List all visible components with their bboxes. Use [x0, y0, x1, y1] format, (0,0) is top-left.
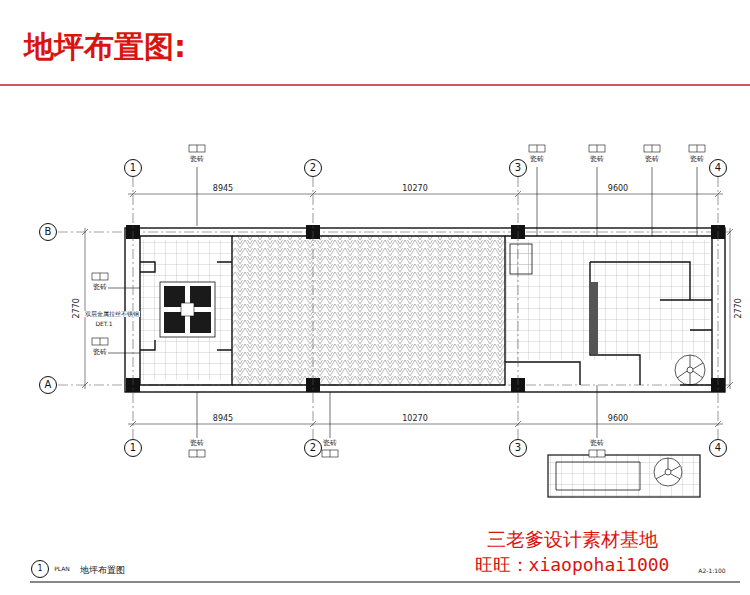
finish-tag: 瓷砖	[644, 156, 660, 164]
bubble-text: 4	[715, 163, 721, 173]
grid-bubble: 3	[509, 159, 527, 177]
watermark: 三老爹设计素材基地	[486, 529, 659, 550]
finish-tag: 瓷砖	[589, 156, 605, 164]
dimension: 9600	[607, 185, 629, 194]
grid-label: 4	[715, 163, 721, 173]
detail-ref: DET.1	[94, 321, 113, 328]
grid-bubble: 1	[124, 439, 142, 457]
grid-label: 2	[310, 163, 316, 173]
grid-bubble: A	[39, 376, 57, 394]
watermark: 旺旺：xiaopohai1000	[474, 555, 671, 575]
grid-bubble: 4	[709, 159, 727, 177]
bubble-text: 2	[310, 443, 316, 453]
finish-tag: 瓷砖	[322, 440, 338, 448]
grid-label: A	[45, 380, 52, 390]
bubble-text: 3	[515, 163, 521, 173]
axis-line	[718, 177, 719, 439]
grid-label: 1	[130, 163, 136, 173]
grid-label: 3	[515, 443, 521, 453]
finish-tag: 瓷砖	[589, 440, 605, 448]
plan-tag: PLAN	[53, 566, 71, 573]
bubble-text: 2	[310, 163, 316, 173]
finish-tag: 瓷砖	[189, 156, 205, 164]
grid-bubble: 1	[124, 159, 142, 177]
finish-tag: 瓷砖	[92, 284, 108, 292]
finish-tag: 瓷砖	[529, 156, 545, 164]
bubble-text: 4	[715, 443, 721, 453]
dimension: 2770	[73, 297, 82, 319]
grid-bubble: 2	[304, 439, 322, 457]
finish-tag: 瓷砖	[689, 156, 705, 164]
axis-line	[518, 177, 519, 439]
dimension: 8945	[212, 415, 234, 424]
grid-label: 3	[515, 163, 521, 173]
bubble-text: 1	[130, 443, 136, 453]
axis-line	[313, 177, 314, 439]
dimension: 8945	[212, 185, 234, 194]
grid-bubble: 4	[709, 439, 727, 457]
grid-bubble: 3	[509, 439, 527, 457]
grid-label: 1	[130, 443, 136, 453]
grid-bubble: 2	[304, 159, 322, 177]
grid-label: B	[45, 227, 52, 237]
material-note: 双层金属拉丝不锈钢	[84, 311, 140, 318]
dimension: 9600	[607, 415, 629, 424]
finish-tag: 瓷砖	[189, 440, 205, 448]
dimension: 10270	[401, 185, 428, 194]
grid-label: 4	[715, 443, 721, 453]
axis-line	[133, 177, 134, 439]
grid-bubble: B	[39, 223, 57, 241]
dimension: 10270	[401, 415, 428, 424]
bubble-text: 1	[130, 163, 136, 173]
drawing-caption: 地坪布置图	[80, 566, 125, 576]
scale-note: A2-1:100	[697, 568, 726, 575]
grid-label: 2	[310, 443, 316, 453]
finish-tag: 瓷砖	[92, 349, 108, 357]
page-title: 地坪布置图:	[24, 30, 186, 63]
bubble-text: 3	[515, 443, 521, 453]
caption-bubble: 1	[31, 560, 49, 578]
dimension: 2770	[735, 297, 744, 319]
bubble-text: A	[45, 380, 52, 390]
bubble-text: B	[45, 227, 52, 237]
bubble-text: 1	[37, 565, 42, 573]
grid-label: 1	[37, 565, 42, 573]
